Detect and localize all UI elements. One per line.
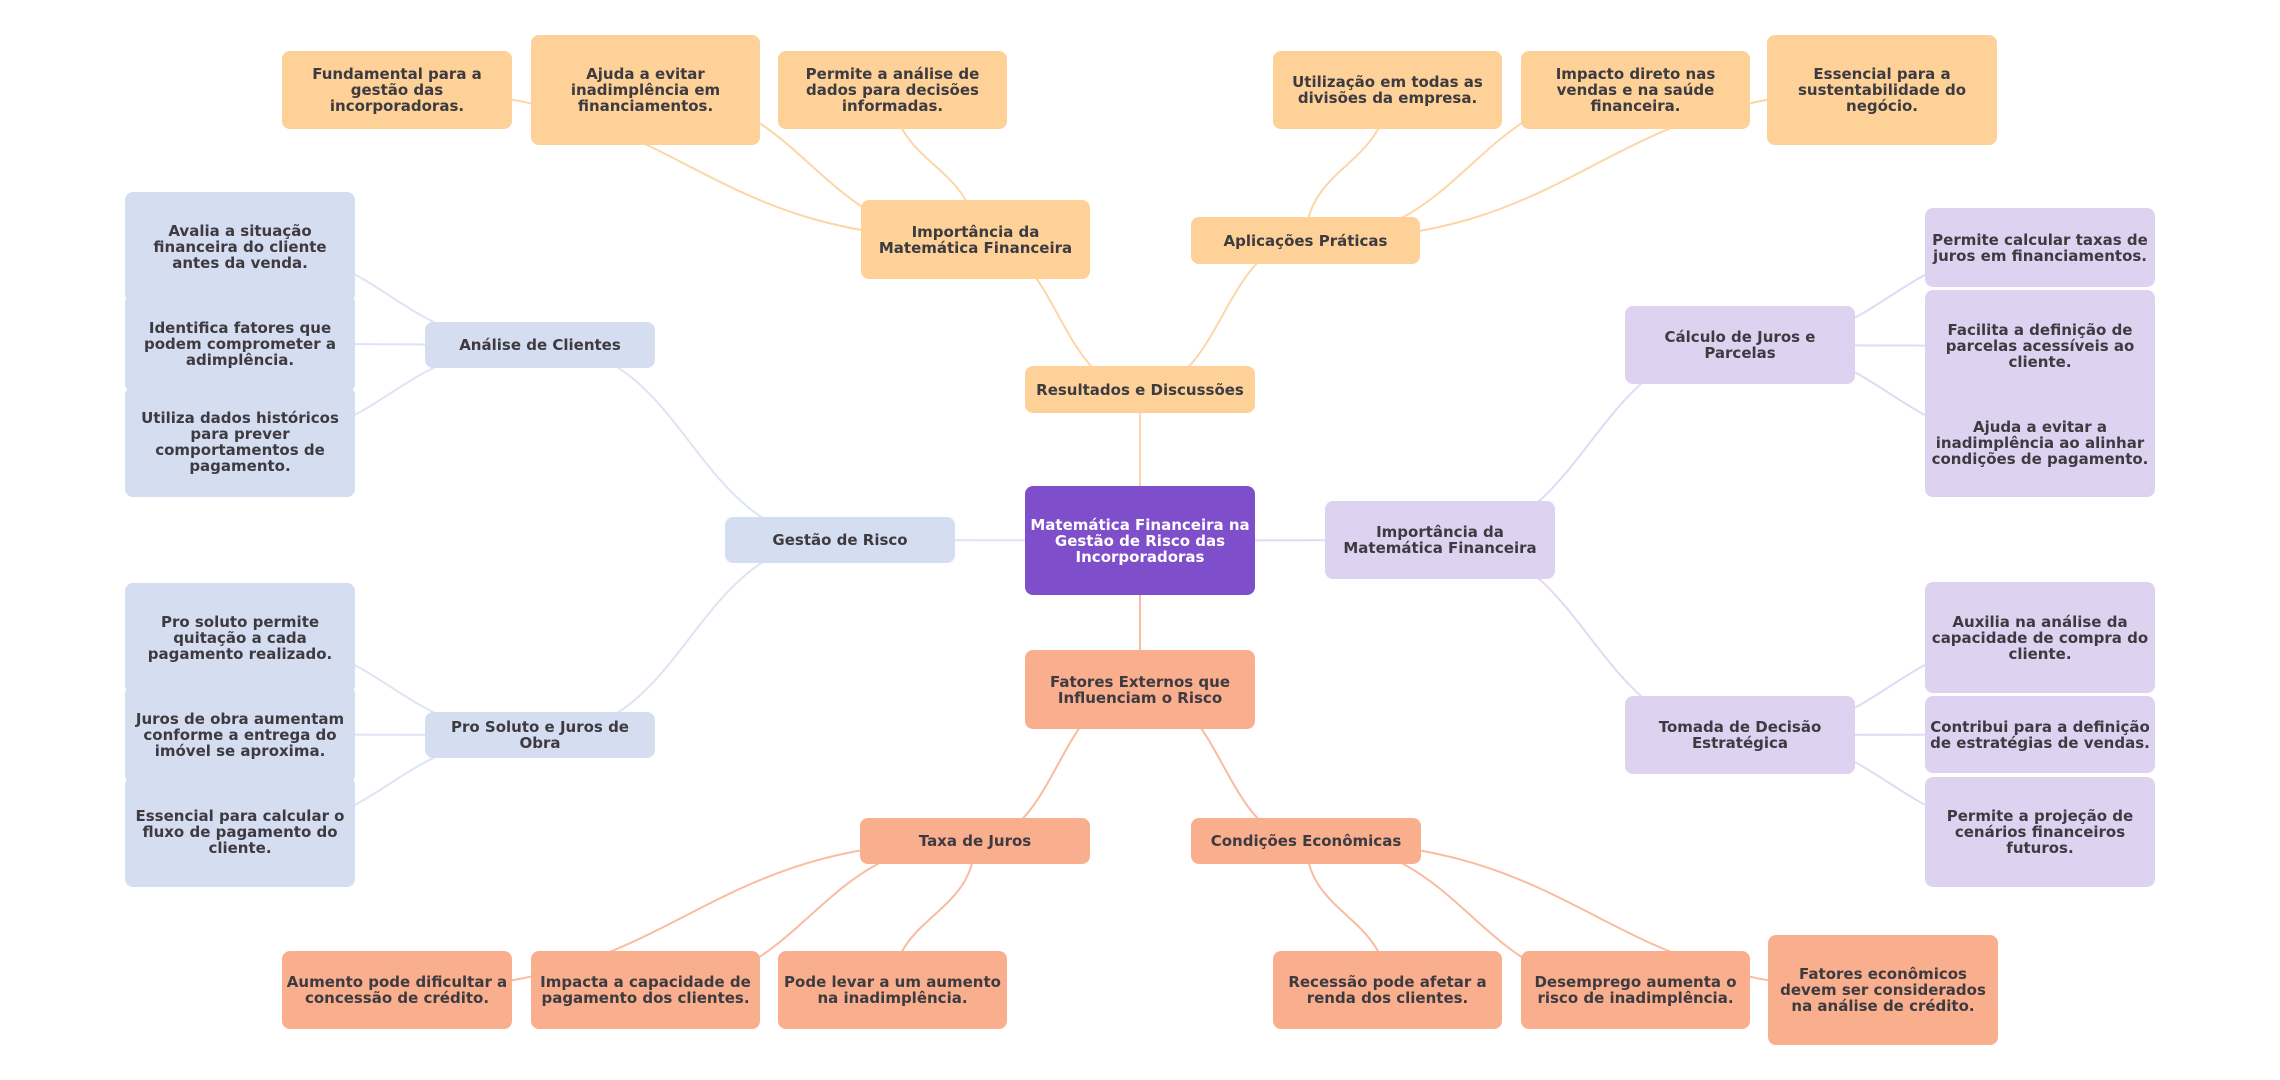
branch-node-importancia[interactable]: Importância da Matemática Financeira [1325,501,1555,579]
leaf-node[interactable]: Utilização em todas as divisões da empre… [1273,51,1502,129]
leaf-node[interactable]: Utiliza dados históricos para prever com… [125,387,355,497]
node-label: Facilita a definição de parcelas acessív… [1945,321,2135,371]
node-label: Importância da Matemática Financeira [878,222,1073,257]
leaf-node[interactable]: Auxilia na análise da capacidade de comp… [1925,582,2155,693]
leaf-node[interactable]: Impacto direto nas vendas e na saúde fin… [1521,51,1750,129]
topic-node-analise-clientes[interactable]: Análise de Clientes [425,322,655,368]
root-node-label: Matemática Financeira na Gestão de Risco… [1030,515,1250,566]
node-label: Pro Soluto e Juros de Obra [451,718,629,752]
leaf-node[interactable]: Aumento pode dificultar a concessão de c… [282,951,512,1029]
node-label: Taxa de Juros [918,832,1032,850]
branch-node-resultados[interactable]: Resultados e Discussões [1025,366,1255,413]
leaf-node[interactable]: Fatores econômicos devem ser considerado… [1768,935,1998,1045]
topic-node-importancia[interactable]: Importância da Matemática Financeira [861,200,1090,279]
topic-node-tomada[interactable]: Tomada de Decisão Estratégica [1625,696,1855,774]
topic-node-aplicacoes[interactable]: Aplicações Práticas [1191,217,1420,264]
node-label: Permite a projeção de cenários financeir… [1946,807,2134,857]
node-label: Análise de Clientes [459,336,621,354]
leaf-node[interactable]: Permite a análise de dados para decisões… [778,51,1007,129]
node-label: Ajuda a evitar a inadimplência ao alinha… [1931,417,2149,468]
topic-node-taxa-juros[interactable]: Taxa de Juros [860,818,1090,864]
node-label: Aplicações Práticas [1223,231,1388,250]
node-label: Pode levar a um aumento na inadimplência… [784,973,1001,1007]
node-label: Fatores econômicos devem ser considerado… [1780,965,1986,1015]
node-label: Pro soluto permite quitação a cada pagam… [147,613,333,663]
leaf-node[interactable]: Ajuda a evitar a inadimplência ao alinha… [1925,388,2155,497]
leaf-node[interactable]: Pode levar a um aumento na inadimplência… [778,951,1007,1029]
node-label: Auxilia na análise da capacidade de comp… [1931,612,2149,663]
leaf-node[interactable]: Identifica fatores que podem comprometer… [125,295,355,392]
leaf-node[interactable]: Contribui para a definição de estratégia… [1925,696,2155,773]
root-node[interactable]: Matemática Financeira na Gestão de Risco… [1025,486,1255,595]
topic-node-condicoes[interactable]: Condições Econômicas [1191,818,1421,864]
connector-gestao_risco-analise_clientes [539,344,841,541]
leaf-node[interactable]: Desemprego aumenta o risco de inadimplên… [1521,951,1750,1029]
leaf-node[interactable]: Ajuda a evitar inadimplência em financia… [531,35,760,145]
node-label: Permite a análise de dados para decisões… [805,65,980,115]
node-label: Impacto direto nas vendas e na saúde fin… [1555,65,1716,115]
topic-node-calculo[interactable]: Cálculo de Juros e Parcelas [1625,306,1855,384]
node-label: Resultados e Discussões [1036,380,1244,399]
leaf-node[interactable]: Pro soluto permite quitação a cada pagam… [125,583,355,693]
node-label: Tomada de Decisão Estratégica [1658,718,1822,752]
node-label: Impacta a capacidade de pagamento dos cl… [540,973,751,1007]
node-label: Juros de obra aumentam conforme a entreg… [135,709,345,760]
leaf-node[interactable]: Avalia a situação financeira do cliente … [125,192,355,302]
node-label: Utilização em todas as divisões da empre… [1292,73,1483,107]
leaf-node[interactable]: Essencial para a sustentabilidade do neg… [1767,35,1997,145]
node-label: Gestão de Risco [772,531,908,549]
leaf-node[interactable]: Recessão pode afetar a renda dos cliente… [1273,951,1502,1029]
node-label: Ajuda a evitar inadimplência em financia… [570,65,721,115]
node-label: Utiliza dados históricos para prever com… [141,409,339,475]
node-label: Essencial para calcular o fluxo de pagam… [135,807,345,857]
leaf-node[interactable]: Impacta a capacidade de pagamento dos cl… [531,951,760,1029]
branch-node-gestao-risco[interactable]: Gestão de Risco [725,517,955,563]
leaf-node[interactable]: Essencial para calcular o fluxo de pagam… [125,777,355,887]
node-label: Permite calcular taxas de juros em finan… [1932,230,2148,265]
branch-node-fatores-externos[interactable]: Fatores Externos que Influenciam o Risco [1025,650,1255,729]
node-label: Aumento pode dificultar a concessão de c… [286,973,508,1007]
node-label: Desemprego aumenta o risco de inadimplên… [1534,973,1737,1007]
connector-gestao_risco-pro_soluto [539,539,841,736]
node-label: Importância da Matemática Financeira [1343,523,1537,557]
node-label: Fundamental para a gestão das incorporad… [312,65,482,115]
topic-node-pro-soluto[interactable]: Pro Soluto e Juros de Obra [425,712,655,758]
node-label: Identifica fatores que podem comprometer… [144,318,336,369]
node-label: Fatores Externos que Influenciam o Risco [1049,672,1231,707]
leaf-node[interactable]: Fundamental para a gestão das incorporad… [282,51,512,129]
leaf-node[interactable]: Facilita a definição de parcelas acessív… [1925,290,2155,402]
node-label: Essencial para a sustentabilidade do neg… [1797,65,1967,115]
node-label: Recessão pode afetar a renda dos cliente… [1288,973,1487,1007]
node-label: Condições Econômicas [1210,832,1402,850]
leaf-node[interactable]: Juros de obra aumentam conforme a entreg… [125,686,355,783]
node-label: Avalia a situação financeira do cliente … [153,222,327,272]
node-label: Contribui para a definição de estratégia… [1930,717,2150,752]
node-label: Cálculo de Juros e Parcelas [1664,328,1816,362]
leaf-node[interactable]: Permite a projeção de cenários financeir… [1925,777,2155,887]
leaf-node[interactable]: Permite calcular taxas de juros em finan… [1925,208,2155,287]
